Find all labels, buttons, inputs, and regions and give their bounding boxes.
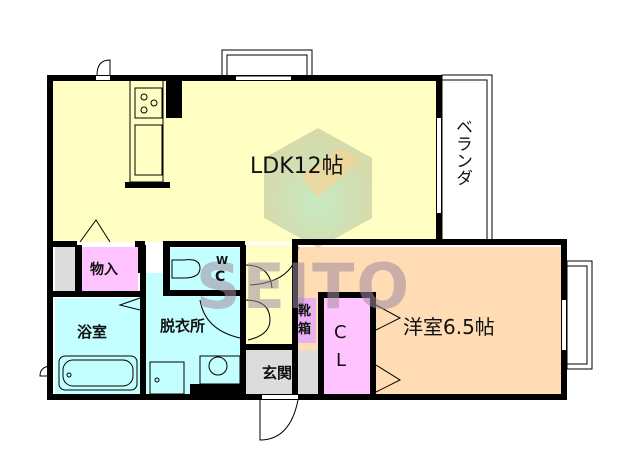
wc-label-w: W (216, 254, 229, 267)
storage-room (82, 247, 138, 291)
closet (324, 298, 370, 394)
western-room-label: 洋室6.5帖 (403, 315, 495, 339)
ldk-room (52, 79, 438, 242)
storage-label: 物入 (90, 262, 118, 278)
veranda (438, 79, 485, 239)
ldk-label: LDK12帖 (250, 154, 344, 179)
hall (246, 245, 294, 347)
wc-label-c: C (215, 269, 226, 285)
closet-label-c: C (334, 322, 347, 343)
shoe-box (298, 298, 316, 343)
closet-label-l: L (336, 350, 347, 371)
veranda-label: ベランダ (452, 118, 472, 186)
entrance-room (246, 350, 318, 394)
shoe-box-label-2: 箱 (298, 322, 312, 337)
side-storage (55, 247, 75, 291)
watermark-text: SEITO (196, 250, 412, 323)
shoe-box-label-1: 靴 (298, 304, 312, 319)
entrance-label: 玄関 (262, 364, 293, 382)
bath-label: 浴室 (77, 323, 108, 341)
dressing-label: 脱衣所 (160, 317, 206, 335)
bath-room (55, 298, 140, 394)
